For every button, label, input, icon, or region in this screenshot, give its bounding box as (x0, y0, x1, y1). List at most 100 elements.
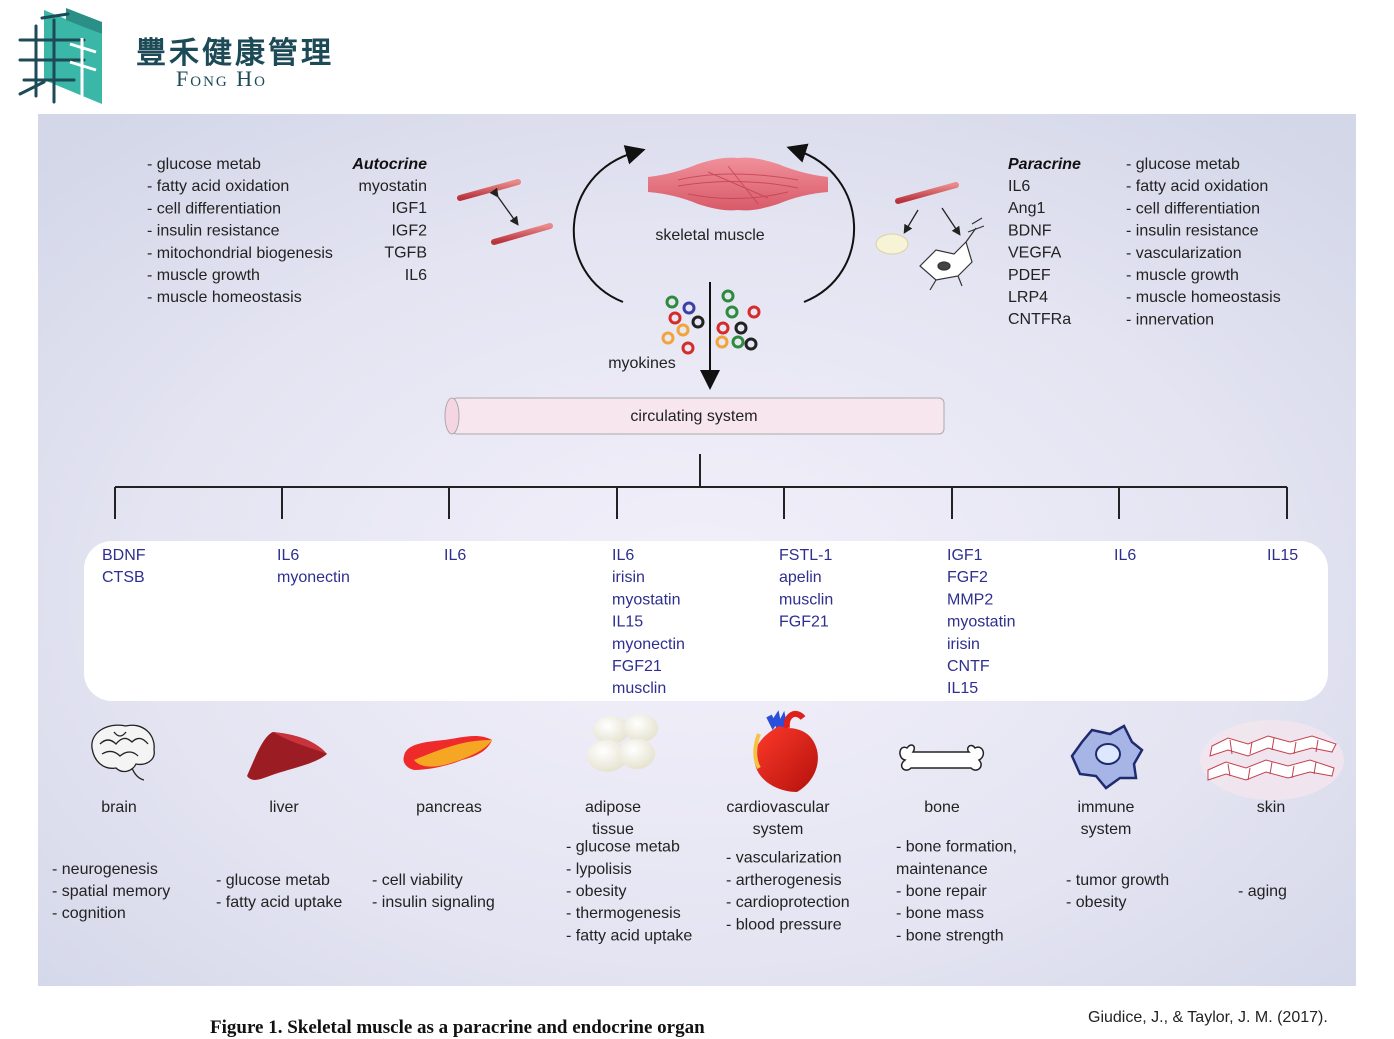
citation: Giudice, J., & Taylor, J. M. (2017). (1088, 1009, 1328, 1026)
autocrine-effect: - glucose metab (147, 156, 261, 173)
autocrine-effect: - fatty acid oxidation (147, 178, 289, 195)
adipose-effect: - glucose metab (566, 839, 680, 856)
immune-effect: - obesity (1066, 894, 1126, 911)
adipose-factor: myonectin (612, 636, 685, 653)
paracrine-effect: - muscle growth (1126, 267, 1239, 284)
pancreas-factor: IL6 (444, 547, 466, 564)
bone-effects-list: - bone formation, maintenance - bone repai… (896, 839, 1017, 945)
cardiovascular-factor: FGF21 (779, 614, 829, 631)
bone-factor: FGF2 (947, 569, 988, 586)
autocrine-effects-list: - glucose metab- fatty acid oxidation- c… (147, 156, 333, 306)
pancreas-icon (403, 735, 492, 770)
endocrine-factors-panel (84, 541, 1328, 701)
liver-name-line: liver (269, 799, 299, 816)
bone-effect: maintenance (896, 861, 988, 878)
adipose-effect: - obesity (566, 883, 626, 900)
skin-effects-list: - aging (1238, 883, 1287, 900)
adipose-factor: IL6 (612, 547, 634, 564)
immune-cell-icon (1070, 724, 1144, 790)
liver-factor: myonectin (277, 569, 350, 586)
adipose-factor: musclin (612, 680, 666, 697)
figure-diagram: - glucose metab - fatty acid oxidation - c… (38, 114, 1356, 986)
paracrine-loop-arrow (786, 143, 855, 303)
endothelial-cell-icon (875, 233, 909, 255)
myokines-icon (661, 289, 761, 355)
adipose-effects-list: - glucose metab - lypolisis - obesity - the… (566, 839, 692, 945)
cardiovascular-name-line: cardiovascular (726, 799, 830, 816)
bone-effect: - bone repair (896, 883, 987, 900)
adipose-effect: - lypolisis (566, 861, 632, 878)
logo-english-name: Fong Ho (176, 66, 267, 91)
autocrine-muscle-fibers (457, 179, 553, 245)
immune-factor: IL6 (1114, 547, 1136, 564)
liver-effects-list: - glucose metab- fatty acid uptake (216, 872, 342, 911)
bone-icon (899, 744, 985, 771)
figure-caption: Figure 1. Skeletal muscle as a paracrine… (210, 1017, 705, 1038)
cardiovascular-name-line: system (753, 821, 804, 838)
pancreas-name: pancreas (416, 799, 482, 816)
paracrine-factor: LRP4 (1008, 289, 1048, 306)
autocrine-effect: - mitochondrial biogenesis (147, 245, 333, 262)
paracrine-effect: - glucose metab (1126, 156, 1240, 173)
brain-factor: BDNF (102, 547, 146, 564)
skin-name: skin (1257, 799, 1285, 816)
paracrine-effect: - cell differentiation (1126, 200, 1260, 217)
adipose-factor: IL15 (612, 614, 643, 631)
skin-name-line: skin (1257, 799, 1285, 816)
fong-ho-logo: 豐禾健康管理 Fong Ho (14, 4, 334, 108)
liver-name: liver (269, 799, 299, 816)
bone-effect: - bone formation, (896, 839, 1017, 856)
immune-effects-list: - tumor growth- obesity (1066, 872, 1169, 911)
autocrine-factor: IGF1 (391, 200, 427, 217)
adipose-factor: irisin (612, 569, 645, 586)
paracrine-factor: IL6 (1008, 178, 1030, 195)
liver-icon (247, 732, 327, 780)
paracrine-factor: PDEF (1008, 267, 1051, 284)
cardiovascular-effect: - artherogenesis (726, 872, 842, 889)
autocrine-factor: IGF2 (391, 222, 427, 239)
myokines-label: myokines (608, 355, 676, 372)
cardiovascular-effect: - cardioprotection (726, 894, 850, 911)
bone-name-line: bone (924, 799, 960, 816)
autocrine-loop-arrow (572, 145, 646, 303)
adipose-factor: FGF21 (612, 658, 662, 675)
liver-effect: - glucose metab (216, 872, 330, 889)
brain-effect: - neurogenesis (52, 861, 158, 878)
immune-name-line: immune (1078, 799, 1135, 816)
pancreas-effect: - cell viability (372, 872, 463, 889)
skin-icon (1200, 720, 1344, 800)
paracrine-effects-list: - glucose metab - fatty acid oxidation - c… (1126, 156, 1281, 328)
paracrine-effect: - vascularization (1126, 245, 1242, 262)
skeletal-muscle-icon (648, 157, 828, 211)
autocrine-effect: - insulin resistance (147, 223, 280, 240)
skin-factor: IL15 (1267, 547, 1298, 564)
autocrine-title: Autocrine (351, 156, 427, 173)
adipose-name-line: tissue (592, 821, 634, 838)
paracrine-factor: VEGFA (1008, 245, 1062, 262)
bone-name: bone (924, 799, 960, 816)
adipose-tissue-icon (587, 714, 658, 772)
fong-ho-logo-icon (18, 8, 102, 104)
adipose-effect: - thermogenesis (566, 905, 681, 922)
brain-effect: - cognition (52, 905, 126, 922)
paracrine-effect: - muscle homeostasis (1126, 289, 1281, 306)
skin-factors-list: IL15 (1267, 547, 1298, 564)
cardiovascular-effects-list: - vascularization- artherogenesis- cardi… (726, 850, 850, 934)
bone-factor: MMP2 (947, 591, 993, 608)
paracrine-effect: - fatty acid oxidation (1126, 178, 1268, 195)
bone-factor: myostatin (947, 614, 1015, 631)
paracrine-target-cells (875, 182, 985, 291)
adipose-factor: myostatin (612, 591, 680, 608)
skin-effect: - aging (1238, 883, 1287, 900)
